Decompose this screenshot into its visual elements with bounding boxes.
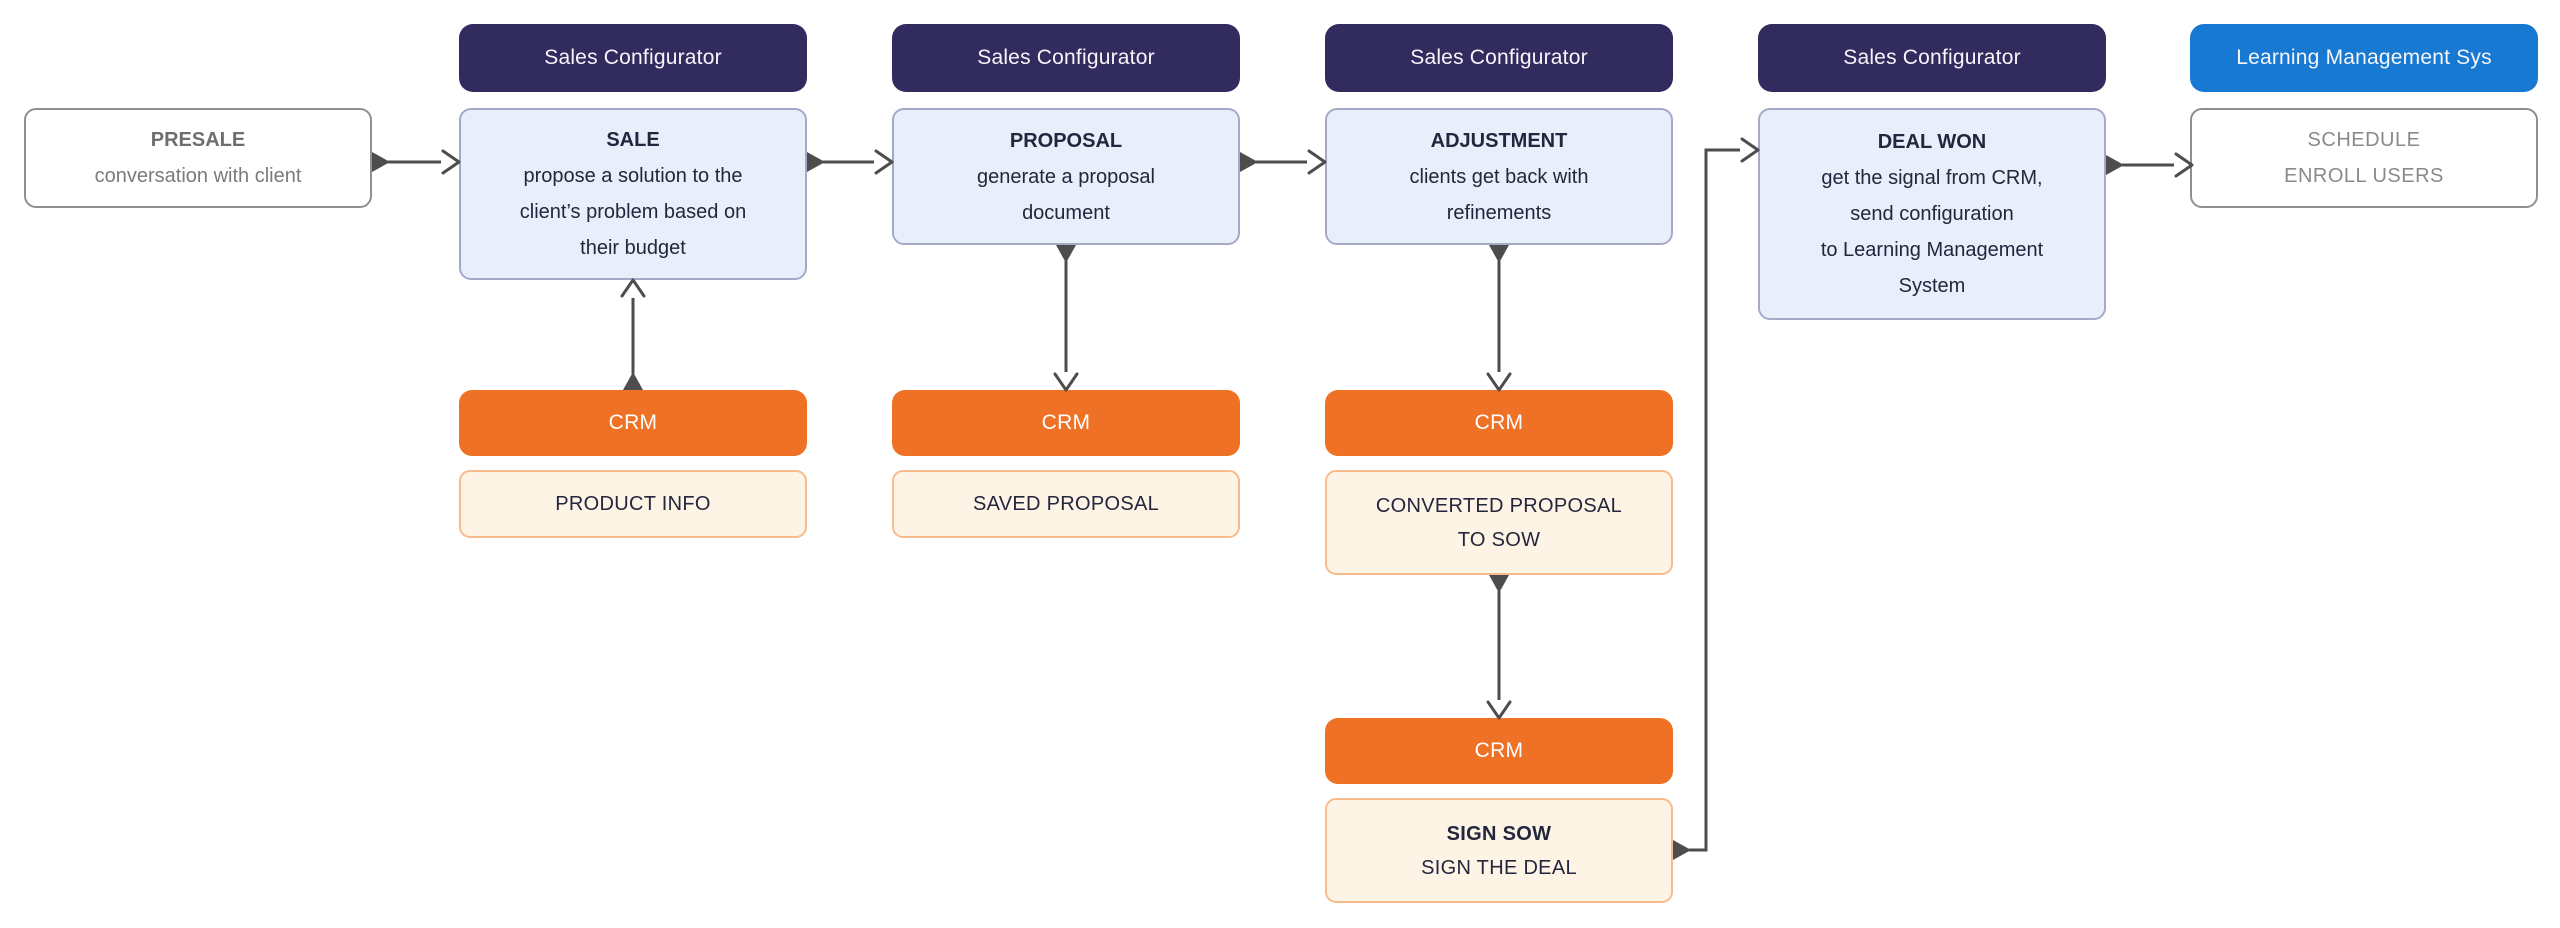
step-body: generate a proposal document [977,165,1155,224]
edge-deal-won-to-schedule [2106,152,2194,178]
arrow-end-chevron [1486,372,1512,392]
arrow-end-chevron [1486,700,1512,720]
artifact-label: PRODUCT INFO [555,493,711,515]
edge-presale-to-sale [372,149,461,175]
step-body: conversation with client [94,165,302,187]
step-body: SCHEDULE ENROLL USERS [2284,129,2444,187]
system-pill-sales-configurator-2: Sales Configurator [892,24,1240,92]
pill-label: Sales Configurator [544,46,722,69]
arrow-start-triangle [1673,840,1691,860]
crm-box-adjustment: CRM [1325,390,1673,456]
arrow-end-chevron [874,149,894,175]
step-adjustment: ADJUSTMENT clients get back with refinem… [1325,108,1673,245]
step-title: PROPOSAL [1009,129,1123,152]
arrow-start-triangle [807,152,825,172]
step-deal-won: DEAL WON get the signal from CRM, send c… [1758,108,2106,320]
system-pill-sales-configurator-4: Sales Configurator [1758,24,2106,92]
arrow-start-triangle [1489,575,1509,593]
pill-label: Learning Management Sys [2236,46,2492,69]
arrow-end-chevron [441,149,461,175]
artifact-label: CONVERTED PROPOSAL TO SOW [1375,494,1623,551]
pill-label: Sales Configurator [977,46,1155,69]
arrow-end-chevron [1307,149,1327,175]
arrow-start-triangle [1056,245,1076,263]
arrow-start-triangle [372,152,390,172]
artifact-label: SAVED PROPOSAL [972,493,1160,515]
edge-converted-sow-to-crm [1486,575,1512,720]
pill-label: Sales Configurator [1410,46,1588,69]
step-body: propose a solution to the client’s probl… [519,165,747,259]
arrow-end-chevron [620,278,646,298]
edge-line [1689,148,1740,852]
edge-sale-to-proposal [807,149,894,175]
crm-label: CRM [1474,411,1524,434]
system-pill-sales-configurator-3: Sales Configurator [1325,24,1673,92]
step-schedule-enroll: SCHEDULE ENROLL USERS [2190,108,2538,208]
step-body: clients get back with refinements [1409,165,1589,224]
step-sale: SALE propose a solution to the client’s … [459,108,807,280]
artifact-converted-proposal-to-sow: CONVERTED PROPOSAL TO SOW [1325,470,1673,575]
edge-sign-sow-to-deal-won [1673,137,1760,860]
system-pill-sales-configurator-1: Sales Configurator [459,24,807,92]
arrow-start-triangle [2106,155,2124,175]
step-proposal: PROPOSAL generate a proposal document [892,108,1240,245]
arrow-start-triangle [623,372,643,390]
crm-box-proposal: CRM [892,390,1240,456]
step-body: get the signal from CRM, send configurat… [1820,167,2044,297]
crm-box-sign: CRM [1325,718,1673,784]
artifact-label: SIGN THE DEAL [1421,856,1577,879]
crm-box-sale: CRM [459,390,807,456]
step-presale: PRESALE conversation with client [24,108,372,208]
step-title: SALE [606,129,660,151]
artifact-product-info: PRODUCT INFO [459,470,807,538]
arrow-start-triangle [1489,245,1509,263]
edge-adjustment-to-crm [1486,245,1512,392]
edge-proposal-to-adjustment [1240,149,1327,175]
arrow-start-triangle [1240,152,1258,172]
artifact-sign-sow: SIGN SOW SIGN THE DEAL [1325,798,1673,903]
system-pill-learning-management: Learning Management Sys [2190,24,2538,92]
step-title: ADJUSTMENT [1430,129,1568,152]
artifact-title: SIGN SOW [1446,822,1552,845]
artifact-saved-proposal: SAVED PROPOSAL [892,470,1240,538]
edge-crm-to-sale [620,278,646,390]
step-title: DEAL WON [1877,131,1987,153]
edge-proposal-to-crm [1053,245,1079,392]
crm-label: CRM [608,411,658,434]
arrow-end-chevron [1740,137,1760,163]
crm-label: CRM [1474,739,1524,762]
arrow-end-chevron [1053,372,1079,392]
pill-label: Sales Configurator [1843,46,2021,69]
step-title: PRESALE [150,129,246,151]
crm-label: CRM [1041,411,1091,434]
